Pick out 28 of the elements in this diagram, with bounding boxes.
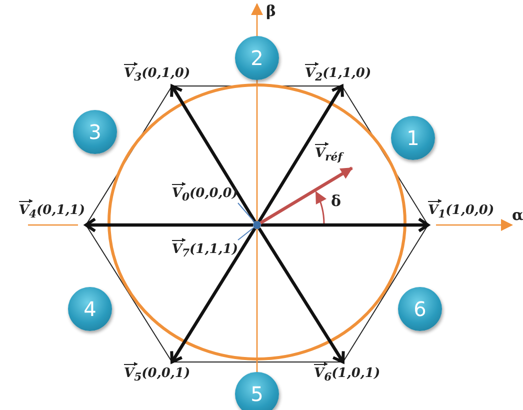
- leader-line: [238, 202, 255, 222]
- vector-arrow: [84, 218, 253, 232]
- vector-arrow: [170, 228, 256, 364]
- vector-arrow: [258, 84, 344, 222]
- vector-label: V$_{7}$(1,1,1): [172, 238, 238, 262]
- leader-line: [238, 226, 254, 240]
- axis-label: β: [266, 2, 276, 20]
- vector-label: V$_{3}$(0,1,0): [124, 62, 190, 86]
- axis-label: α: [512, 206, 523, 224]
- vector-label: V$_{6}$(1,0,1): [314, 362, 380, 386]
- origin-dot: [253, 221, 261, 229]
- vector-arrow: [170, 84, 256, 222]
- sector-number: 1: [391, 116, 435, 160]
- angle-label: δ: [331, 192, 342, 210]
- vector-arrow: [261, 218, 430, 232]
- sector-number: 2: [235, 36, 279, 80]
- vector-label: V$_{4}$(0,1,1): [18, 199, 85, 223]
- vector-label: V$_{réf}$: [315, 142, 342, 166]
- vector-arrow: [258, 228, 345, 364]
- vector-label: V$_{1}$(1,0,0): [428, 199, 494, 223]
- sector-number: 3: [73, 110, 117, 154]
- vector-label: V$_{2}$(1,1,0): [305, 62, 372, 86]
- sector-number: 4: [68, 287, 112, 331]
- sector-number: 5: [235, 372, 279, 410]
- vector-label: V$_{0}$(0,0,0): [172, 182, 238, 206]
- vector-label: V$_{5}$(0,0,1): [124, 362, 190, 386]
- vector-arrow: [260, 166, 353, 224]
- sector-number: 6: [398, 287, 442, 331]
